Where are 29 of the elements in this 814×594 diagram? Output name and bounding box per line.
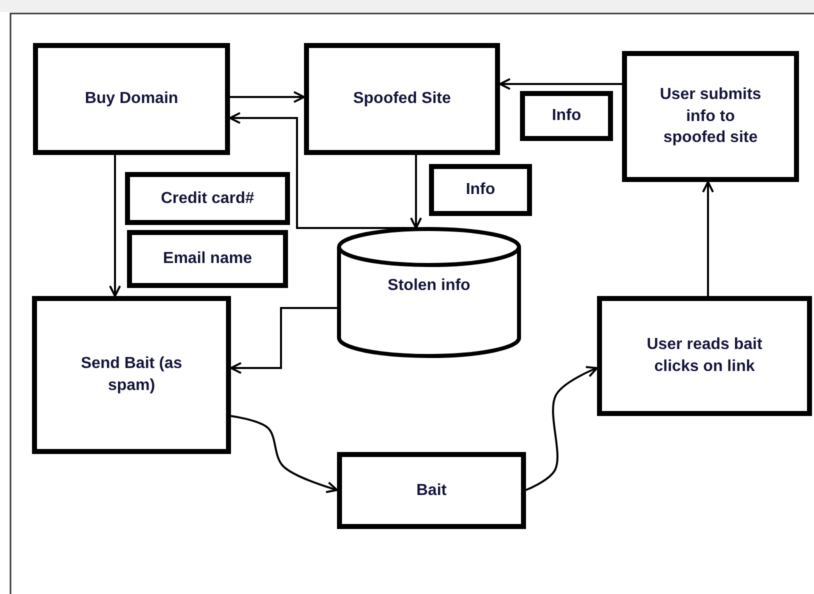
node-label: Email name [163, 249, 252, 270]
process-box [304, 43, 500, 155]
process-box [127, 230, 288, 288]
process-box [597, 296, 812, 416]
arrow [526, 366, 598, 491]
node-label: Bait [416, 480, 447, 501]
arrow [230, 415, 338, 494]
arrow [410, 155, 422, 229]
node-label: User reads bait clicks on link [646, 335, 764, 377]
process-box [622, 51, 799, 182]
node-label: User submits info to spoofed site [658, 85, 762, 148]
node-label: Credit card# [160, 188, 254, 209]
node-label: Info [466, 180, 496, 200]
node-label: Buy Domain [84, 89, 178, 110]
arrow [109, 155, 121, 297]
process-box [520, 91, 613, 141]
node-label: Stolen info [388, 276, 470, 296]
node-label: Spoofed Site [353, 89, 451, 110]
arrow [499, 78, 622, 90]
process-box [337, 452, 526, 529]
process-box [429, 164, 532, 216]
arrow [230, 307, 338, 374]
process-box [32, 296, 231, 454]
node-label: Info [552, 106, 582, 126]
arrow [230, 91, 305, 103]
arrow [702, 181, 714, 296]
process-box [125, 172, 290, 225]
process-box [33, 43, 230, 155]
node-label: Send Bait (as spam) [80, 354, 184, 396]
